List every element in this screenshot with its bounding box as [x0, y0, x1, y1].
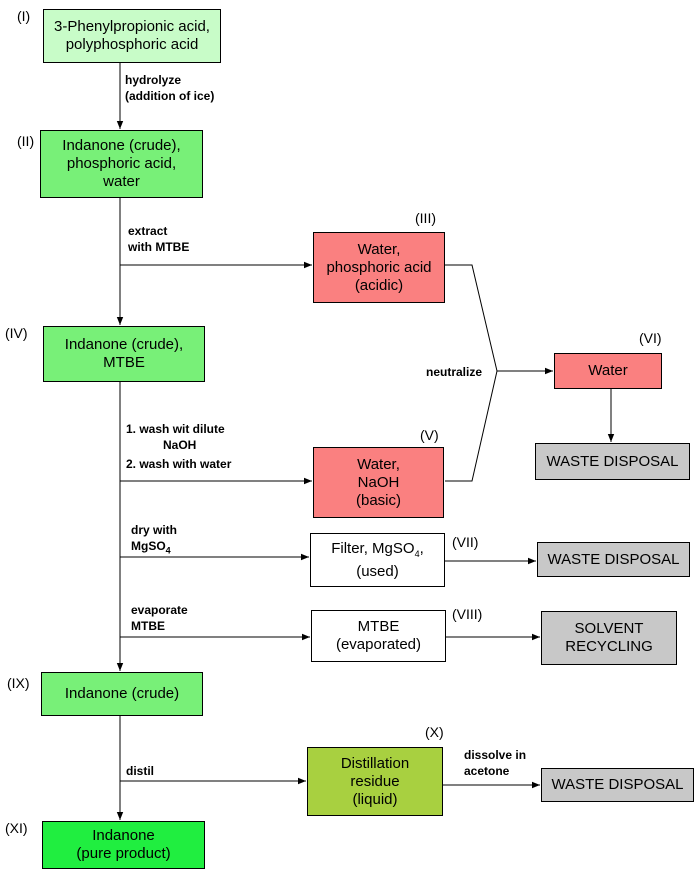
label-wash-1-text: 1. wash wit dilute — [126, 422, 225, 436]
node-xi-text: Indanone (pure product) — [76, 827, 171, 862]
node-iii-text: Water, phosphoric acid (acidic) — [326, 240, 432, 294]
label-dissolve-text: dissolve in acetone — [464, 748, 527, 778]
node-i-tag: (I) — [17, 8, 31, 24]
label-extract: extract with MTBE — [128, 223, 189, 255]
node-viii-tag: (VIII) — [452, 606, 483, 622]
node-iv-text: Indanone (crude), MTBE — [64, 336, 184, 371]
label-wash-1: 1. wash wit dilute — [126, 421, 225, 437]
node-iv-box: Indanone (crude), MTBE — [43, 326, 205, 382]
label-dry: dry with MgSO4 — [131, 522, 177, 558]
node-ii-text: Indanone (crude), phosphoric acid, water — [62, 137, 181, 190]
label-neutralize-text: neutralize — [426, 365, 483, 379]
node-vii-subscript: 4 — [414, 548, 420, 559]
node-ix-box: Indanone (crude) — [41, 672, 203, 716]
label-distil-text: distil — [126, 764, 155, 778]
label-wash-1-naoh: NaOH — [163, 437, 196, 453]
label-extract-text: extract with MTBE — [128, 224, 190, 254]
node-vii-text: Filter, MgSO4, (used) — [331, 540, 424, 581]
node-vii-box: Filter, MgSO4, (used) — [310, 533, 445, 587]
label-hydrolyze-text: hydrolyze (addition of ice) — [125, 73, 215, 103]
node-ix-text: Indanone (crude) — [64, 685, 180, 702]
node-vi-tag: (VI) — [639, 330, 662, 346]
waste-disposal-3-text: WASTE DISPOSAL — [551, 776, 684, 793]
label-hydrolyze: hydrolyze (addition of ice) — [125, 72, 214, 104]
solvent-recycling: SOLVENT RECYCLING — [541, 611, 677, 665]
merge-v — [445, 370, 498, 482]
label-wash-1-naoh-text: NaOH — [163, 438, 197, 452]
solvent-recycling-text: SOLVENT RECYCLING — [565, 620, 653, 655]
node-vii-line1-end: , — [419, 539, 424, 557]
node-iii-tag: (III) — [415, 210, 436, 226]
label-dry-line1: dry with — [131, 523, 178, 537]
merge-iii — [445, 264, 498, 372]
node-xi-tag: (XI) — [5, 820, 28, 836]
node-x-tag: (X) — [425, 724, 444, 740]
label-dry-line2: MgSO4 — [131, 538, 177, 558]
label-dissolve: dissolve in acetone — [464, 747, 526, 779]
node-v-box: Water, NaOH (basic) — [313, 447, 444, 518]
waste-disposal-1: WASTE DISPOSAL — [535, 443, 690, 480]
label-neutralize: neutralize — [426, 364, 482, 380]
node-i-text: 3-Phenylpropionic acid, polyphosphoric a… — [54, 18, 210, 53]
waste-disposal-1-text: WASTE DISPOSAL — [546, 452, 679, 470]
waste-disposal-2-text: WASTE DISPOSAL — [547, 550, 680, 568]
node-xi-box: Indanone (pure product) — [42, 821, 205, 869]
label-wash-2: 2. wash with water — [126, 456, 231, 472]
node-vii-tag: (VII) — [452, 534, 479, 550]
label-wash-2-text: 2. wash with water — [126, 457, 232, 471]
waste-disposal-2: WASTE DISPOSAL — [537, 542, 690, 577]
label-dry-mgso: MgSO — [131, 539, 166, 553]
node-ii-box: Indanone (crude), phosphoric acid, water — [40, 130, 203, 198]
waste-disposal-3: WASTE DISPOSAL — [541, 768, 694, 802]
node-vi-box: Water — [554, 353, 662, 389]
node-viii-text: MTBE (evaporated) — [335, 618, 422, 653]
node-vii-line1: Filter, MgSO — [331, 539, 415, 557]
node-ii-tag: (II) — [17, 133, 35, 149]
label-evaporate-text: evaporate MTBE — [131, 603, 188, 633]
node-v-text: Water, NaOH (basic) — [355, 455, 401, 509]
node-viii-box: MTBE (evaporated) — [311, 610, 446, 662]
label-dry-subscript: 4 — [165, 545, 171, 556]
node-ix-tag: (IX) — [7, 675, 30, 691]
node-x-box: Distillation residue (liquid) — [307, 747, 443, 816]
node-vii-line2: (used) — [356, 562, 399, 580]
node-x-text: Distillation residue (liquid) — [340, 754, 410, 808]
node-v-tag: (V) — [420, 427, 439, 443]
label-evaporate: evaporate MTBE — [131, 602, 188, 634]
node-iii-box: Water, phosphoric acid (acidic) — [313, 232, 445, 303]
node-iv-tag: (IV) — [5, 325, 28, 341]
label-distil: distil — [126, 763, 154, 779]
node-i-box: 3-Phenylpropionic acid, polyphosphoric a… — [43, 9, 221, 63]
node-vi-text: Water — [588, 362, 628, 379]
